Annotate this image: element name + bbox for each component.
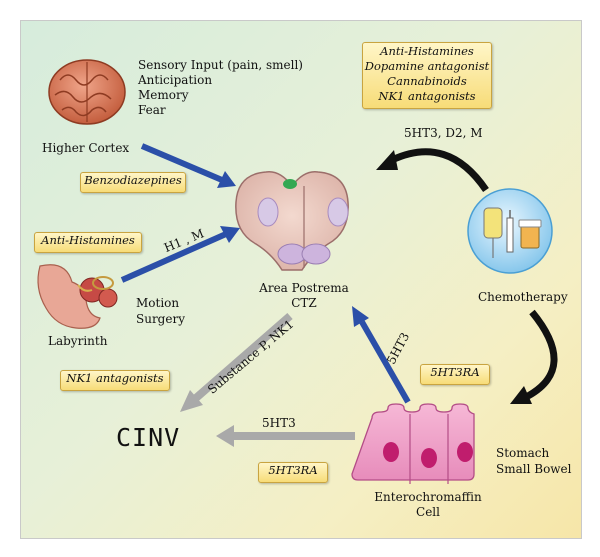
- enterochromaffin-cell-label: Cell: [416, 505, 440, 519]
- labyrinth-input-surgery: Surgery: [136, 312, 185, 326]
- drug-5ht3ra-ec-label: 5HT3RA: [430, 365, 480, 379]
- ctz-label: CTZ: [291, 296, 317, 310]
- drug-box-5ht3ra-ec: 5HT3RA: [420, 364, 490, 385]
- drug-chemo-dopamine-antagonist: Dopamine antagonist: [364, 59, 490, 73]
- pathway-label-5ht3-ec-cinv: 5HT3: [262, 416, 296, 430]
- drug-box-antihistamines: Anti-Histamines: [34, 232, 142, 253]
- arrow-chemo-to-ctz: [376, 148, 489, 192]
- cortex-input-sensory: Sensory Input (pain, smell): [138, 58, 303, 72]
- chemotherapy-label: Chemotherapy: [478, 290, 568, 304]
- drug-chemo-nk1-antagonists: NK1 antagonists: [378, 89, 476, 103]
- pathway-label-5ht3-d2-m: 5HT3, D2, M: [404, 126, 483, 140]
- brain-icon: [48, 59, 126, 125]
- enterochromaffin-cells-icon: [351, 403, 475, 484]
- drug-chemo-antihistamines: Anti-Histamines: [380, 44, 474, 58]
- drug-antihistamines-label: Anti-Histamines: [41, 233, 135, 247]
- arrow-ctz-to-cinv: [180, 312, 293, 412]
- arrow-chemo-to-gut: [510, 309, 558, 404]
- arrow-ec-to-ctz: [352, 306, 411, 404]
- cortex-input-fear: Fear: [138, 103, 166, 117]
- cortex-input-anticipation: Anticipation: [138, 73, 213, 87]
- brainstem-ctz-icon: [235, 171, 349, 271]
- small-bowel-label: Small Bowel: [496, 462, 572, 476]
- drug-5ht3ra-bottom-label: 5HT3RA: [268, 463, 318, 477]
- arrow-ec-to-cinv: [216, 425, 355, 447]
- drug-box-benzodiazepines: Benzodiazepines: [80, 172, 186, 193]
- labyrinth-input-motion: Motion: [136, 296, 180, 310]
- ear-labyrinth-icon: [37, 264, 118, 329]
- drug-box-nk1: NK1 antagonists: [60, 370, 170, 391]
- drug-benzodiazepines-label: Benzodiazepines: [84, 173, 182, 187]
- cinv-outcome-label: CINV: [116, 423, 181, 452]
- arrow-cortex-to-ctz: [140, 143, 236, 188]
- area-postrema-label: Area Postrema: [259, 281, 349, 295]
- drug-nk1-label: NK1 antagonists: [66, 371, 164, 385]
- drug-box-5ht3ra-bottom: 5HT3RA: [258, 462, 328, 483]
- drug-chemo-cannabinoids: Cannabinoids: [387, 74, 467, 88]
- arrow-labyrinth-to-ctz: [120, 226, 240, 283]
- chemotherapy-icon: [467, 188, 553, 274]
- drug-box-chemo-ctz: Anti-Histamines Dopamine antagonist Cann…: [362, 42, 492, 109]
- cortex-input-memory: Memory: [138, 88, 189, 102]
- higher-cortex-label: Higher Cortex: [42, 141, 130, 155]
- labyrinth-label: Labyrinth: [48, 334, 108, 348]
- stomach-label: Stomach: [496, 446, 550, 460]
- enterochromaffin-label: Enterochromaffin: [374, 490, 482, 504]
